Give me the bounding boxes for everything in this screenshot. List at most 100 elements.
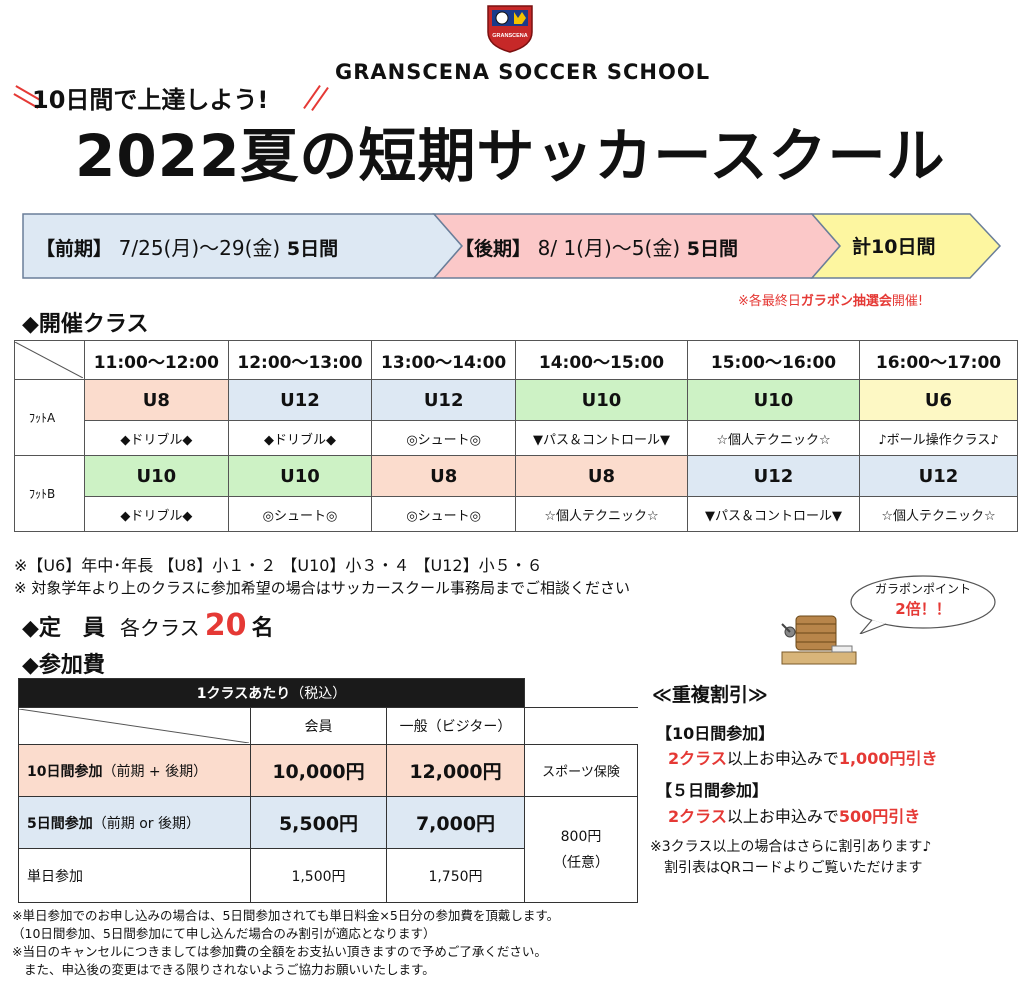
activity-cell: ◆ドリブル◆ <box>84 496 229 532</box>
class-cell: U8 <box>515 455 688 497</box>
fee-heading: ◆参加費 <box>22 653 105 678</box>
class-cell: U12 <box>859 455 1018 497</box>
five-day-discount-classes: 2クラス <box>668 807 727 826</box>
five-day-general-price: 7,000円 <box>386 796 525 849</box>
activity-cell: ◎シュート◎ <box>227 496 373 532</box>
catchphrase: 10日間で上達しよう! <box>32 86 269 114</box>
capacity-number: 20 <box>204 608 247 643</box>
single-day-member-price: 1,500円 <box>250 848 387 903</box>
class-cell: U8 <box>84 379 229 421</box>
second-period-label: 【後期】 <box>455 238 532 260</box>
qr-note: 割引表はQRコードよりご覧いただけます <box>664 860 923 876</box>
time-slot: 15:00～16:00 <box>687 340 860 380</box>
activity-cell: ◎シュート◎ <box>371 420 516 456</box>
lottery-machine-icon <box>781 615 857 665</box>
ten-day-general-price: 12,000円 <box>386 744 525 797</box>
footer-notes: ※単日参加でのお申し込みの場合は、5日間参加されても単日料金×5日分の参加費を頂… <box>12 907 559 979</box>
accent-slash <box>303 84 321 110</box>
time-slot: 11:00～12:00 <box>84 340 229 380</box>
lottery-note-post: 開催! <box>891 294 924 309</box>
class-cell: U8 <box>371 455 516 497</box>
ten-day-member-price: 10,000円 <box>250 744 387 797</box>
five-day-row-label: 5日間参加（前期 or 後期） <box>18 796 251 849</box>
blank-cell <box>524 707 638 745</box>
footer-note: ※当日のキャンセルにつきましては参加費の全額をお支払い頂きますので予めご了承くだ… <box>12 944 547 959</box>
speech-bubble <box>850 575 996 634</box>
total-days: 計10日間 <box>852 236 936 258</box>
ten-day-discount-text: 以上お申込みで <box>726 749 839 768</box>
diagonal-line <box>15 342 83 378</box>
corner-cell <box>18 707 251 745</box>
ten-day-discount-classes: 2クラス <box>668 749 727 768</box>
bubble-points: 2倍！！ <box>895 600 951 618</box>
activity-cell: ☆個人テクニック☆ <box>687 420 860 456</box>
classes-heading: ◆開催クラス <box>22 312 149 337</box>
ten-day-note: （前期 + 後期） <box>102 763 208 780</box>
discount-title: ≪重複割引≫ <box>652 684 768 706</box>
period-arrow-bar <box>22 213 1002 279</box>
footer-note: また、申込後の変更はできる限りされないようご協力お願いいたします。 <box>24 962 435 977</box>
insurance-price: 800円 <box>560 828 602 845</box>
member-column-header: 会員 <box>250 707 387 745</box>
five-day-discount-heading: 【５日間参加】 <box>656 781 769 800</box>
fee-table-title: 1クラスあたり（税込） <box>18 678 525 708</box>
time-slot: 13:00～14:00 <box>371 340 516 380</box>
court-a-activity-row: ◆ドリブル◆ ◆ドリブル◆ ◎シュート◎ ▼パス＆コントロール▼ ☆個人テクニッ… <box>15 420 1018 456</box>
class-cell: U10 <box>227 455 373 497</box>
ten-day-discount-heading: 【10日間参加】 <box>656 724 775 743</box>
grade-note: ※【U6】年中･年長 【U8】小１・２ 【U10】小３・４ 【U12】小５・６ <box>14 556 543 575</box>
single-day-label: 単日参加 <box>18 848 251 903</box>
second-period: 【後期】 8/ 1(月)～5(金) 5日間 <box>455 232 738 261</box>
footer-note: ※単日参加でのお申し込みの場合は、5日間参加されても単日料金×5日分の参加費を頂… <box>12 908 560 923</box>
court-b-activity-row: ◆ドリブル◆ ◎シュート◎ ◎シュート◎ ☆個人テクニック☆ ▼パス＆コントロー… <box>15 496 1018 532</box>
time-slot: 14:00～15:00 <box>515 340 688 380</box>
lottery-event: ガラポン抽選会 <box>800 294 892 309</box>
activity-cell: ♪ボール操作クラス♪ <box>859 420 1018 456</box>
activity-cell: ▼パス＆コントロール▼ <box>515 420 688 456</box>
insurance-price-cell: 800円 （任意） <box>524 796 638 903</box>
diagonal-line <box>19 709 249 743</box>
five-day-member-price: 5,500円 <box>250 796 387 849</box>
first-period-days: 5日間 <box>286 238 339 260</box>
capacity-unit: 名 <box>251 616 274 641</box>
ten-day-discount: 2クラス以上お申込みで1,000円引き <box>668 745 937 769</box>
court-b-class-row: ﾌｯﾄB U10 U10 U8 U8 U12 U12 <box>14 455 1018 532</box>
activity-cell: ☆個人テクニック☆ <box>859 496 1018 532</box>
five-day-note: （前期 or 後期） <box>92 815 200 832</box>
class-cell: U12 <box>227 379 373 421</box>
general-column-header: 一般（ビジター） <box>386 707 525 745</box>
fee-tax-note: （税込） <box>290 686 347 702</box>
class-cell: U6 <box>859 379 1018 421</box>
activity-cell: ◆ドリブル◆ <box>84 420 229 456</box>
page-title: 2022夏の短期サッカースクール <box>75 122 946 190</box>
school-name: GRANSCENA SOCCER SCHOOL <box>335 60 711 84</box>
logo-text: GRANSCENA <box>492 33 527 39</box>
club-crest-logo: GRANSCENA <box>487 5 533 53</box>
capacity-text: 各クラス <box>120 616 200 640</box>
upper-class-note: ※ 対象学年より上のクラスに参加希望の場合はサッカースクール事務局までご相談くだ… <box>14 579 630 597</box>
first-period-label: 【前期】 <box>36 238 113 260</box>
footer-note: （10日間参加、5日間参加にて申し込んだ場合のみ割引が適応となります） <box>12 926 436 941</box>
court-a-class-row: ﾌｯﾄA U8 U12 U12 U10 U10 U6 <box>14 379 1018 456</box>
activity-cell: ▼パス＆コントロール▼ <box>687 496 860 532</box>
court-b-label: ﾌｯﾄB <box>14 455 85 532</box>
class-cell: U10 <box>515 379 688 421</box>
court-a-label: ﾌｯﾄA <box>14 379 85 456</box>
time-header-row: 11:00～12:00 12:00～13:00 13:00～14:00 14:0… <box>14 340 1018 380</box>
insurance-header: スポーツ保険 <box>524 744 638 797</box>
activity-cell: ☆個人テクニック☆ <box>515 496 688 532</box>
fee-per-class: 1クラスあたり <box>196 686 291 702</box>
capacity-line: ◆定 員 各クラス 20 名 <box>22 608 274 643</box>
total-arrow <box>810 213 1002 279</box>
time-slot: 16:00～17:00 <box>859 340 1018 380</box>
bubble-text: ガラポンポイント <box>874 582 971 596</box>
class-cell: U12 <box>687 455 860 497</box>
first-period-dates: 7/25(月)～29(金) <box>118 236 281 260</box>
activity-cell: ◆ドリブル◆ <box>227 420 373 456</box>
schedule-table: 11:00～12:00 12:00～13:00 13:00～14:00 14:0… <box>14 340 1018 532</box>
single-day-general-price: 1,750円 <box>386 848 525 903</box>
first-period: 【前期】 7/25(月)～29(金) 5日間 <box>36 232 338 261</box>
extra-discount-note: ※3クラス以上の場合はさらに割引あります♪ <box>650 839 932 855</box>
activity-cell: ◎シュート◎ <box>371 496 516 532</box>
lottery-note: ※各最終日ガラポン抽選会開催! <box>738 290 923 309</box>
